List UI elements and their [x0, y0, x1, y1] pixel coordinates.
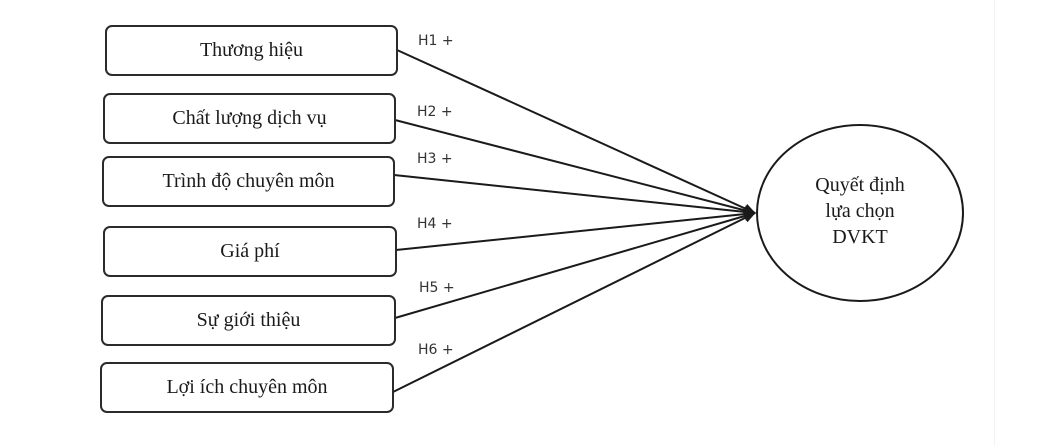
factor-box-loi-ich-chuyen-mon: Lợi ích chuyên môn	[100, 362, 394, 413]
outcome-label: Quyết định lựa chọn DVKT	[760, 172, 960, 250]
edge-h1	[396, 49, 756, 214]
hypothesis-label-h4: H4 +	[417, 216, 453, 232]
edge-h3	[393, 174, 756, 217]
outcome-line-3: DVKT	[832, 226, 888, 248]
factor-label: Chất lượng dịch vụ	[172, 107, 327, 129]
hypothesis-label-h6: H6 +	[418, 342, 454, 358]
hypothesis-label-h3: H3 +	[417, 151, 453, 167]
outcome-line-2: lựa chọn	[825, 200, 895, 222]
factor-box-su-gioi-thieu: Sự giới thiệu	[101, 295, 396, 346]
outcome-line-1: Quyết định	[815, 174, 905, 196]
factor-label: Lợi ích chuyên môn	[166, 376, 328, 398]
factor-box-chat-luong-dich-vu: Chất lượng dịch vụ	[103, 93, 396, 144]
factor-label: Trình độ chuyên môn	[162, 170, 335, 192]
factor-label: Sự giới thiệu	[196, 309, 301, 331]
factor-label: Giá phí	[220, 240, 280, 262]
outcome-ellipse	[756, 124, 964, 302]
factor-label: Thương hiệu	[199, 39, 304, 61]
edge-h4	[395, 209, 756, 251]
hypothesis-label-h2: H2 +	[417, 104, 453, 120]
hypothesis-label-h5: H5 +	[419, 280, 455, 296]
factor-box-thuong-hieu: Thương hiệu	[105, 25, 398, 76]
page-edge-divider	[994, 0, 995, 446]
factor-box-gia-phi: Giá phí	[103, 226, 397, 277]
hypothesis-label-h1: H1 +	[418, 33, 454, 49]
edge-h5	[394, 211, 756, 319]
edge-h6	[392, 212, 756, 393]
edge-h2	[394, 119, 756, 216]
factor-box-trinh-do-chuyen-mon: Trình độ chuyên môn	[102, 156, 395, 207]
